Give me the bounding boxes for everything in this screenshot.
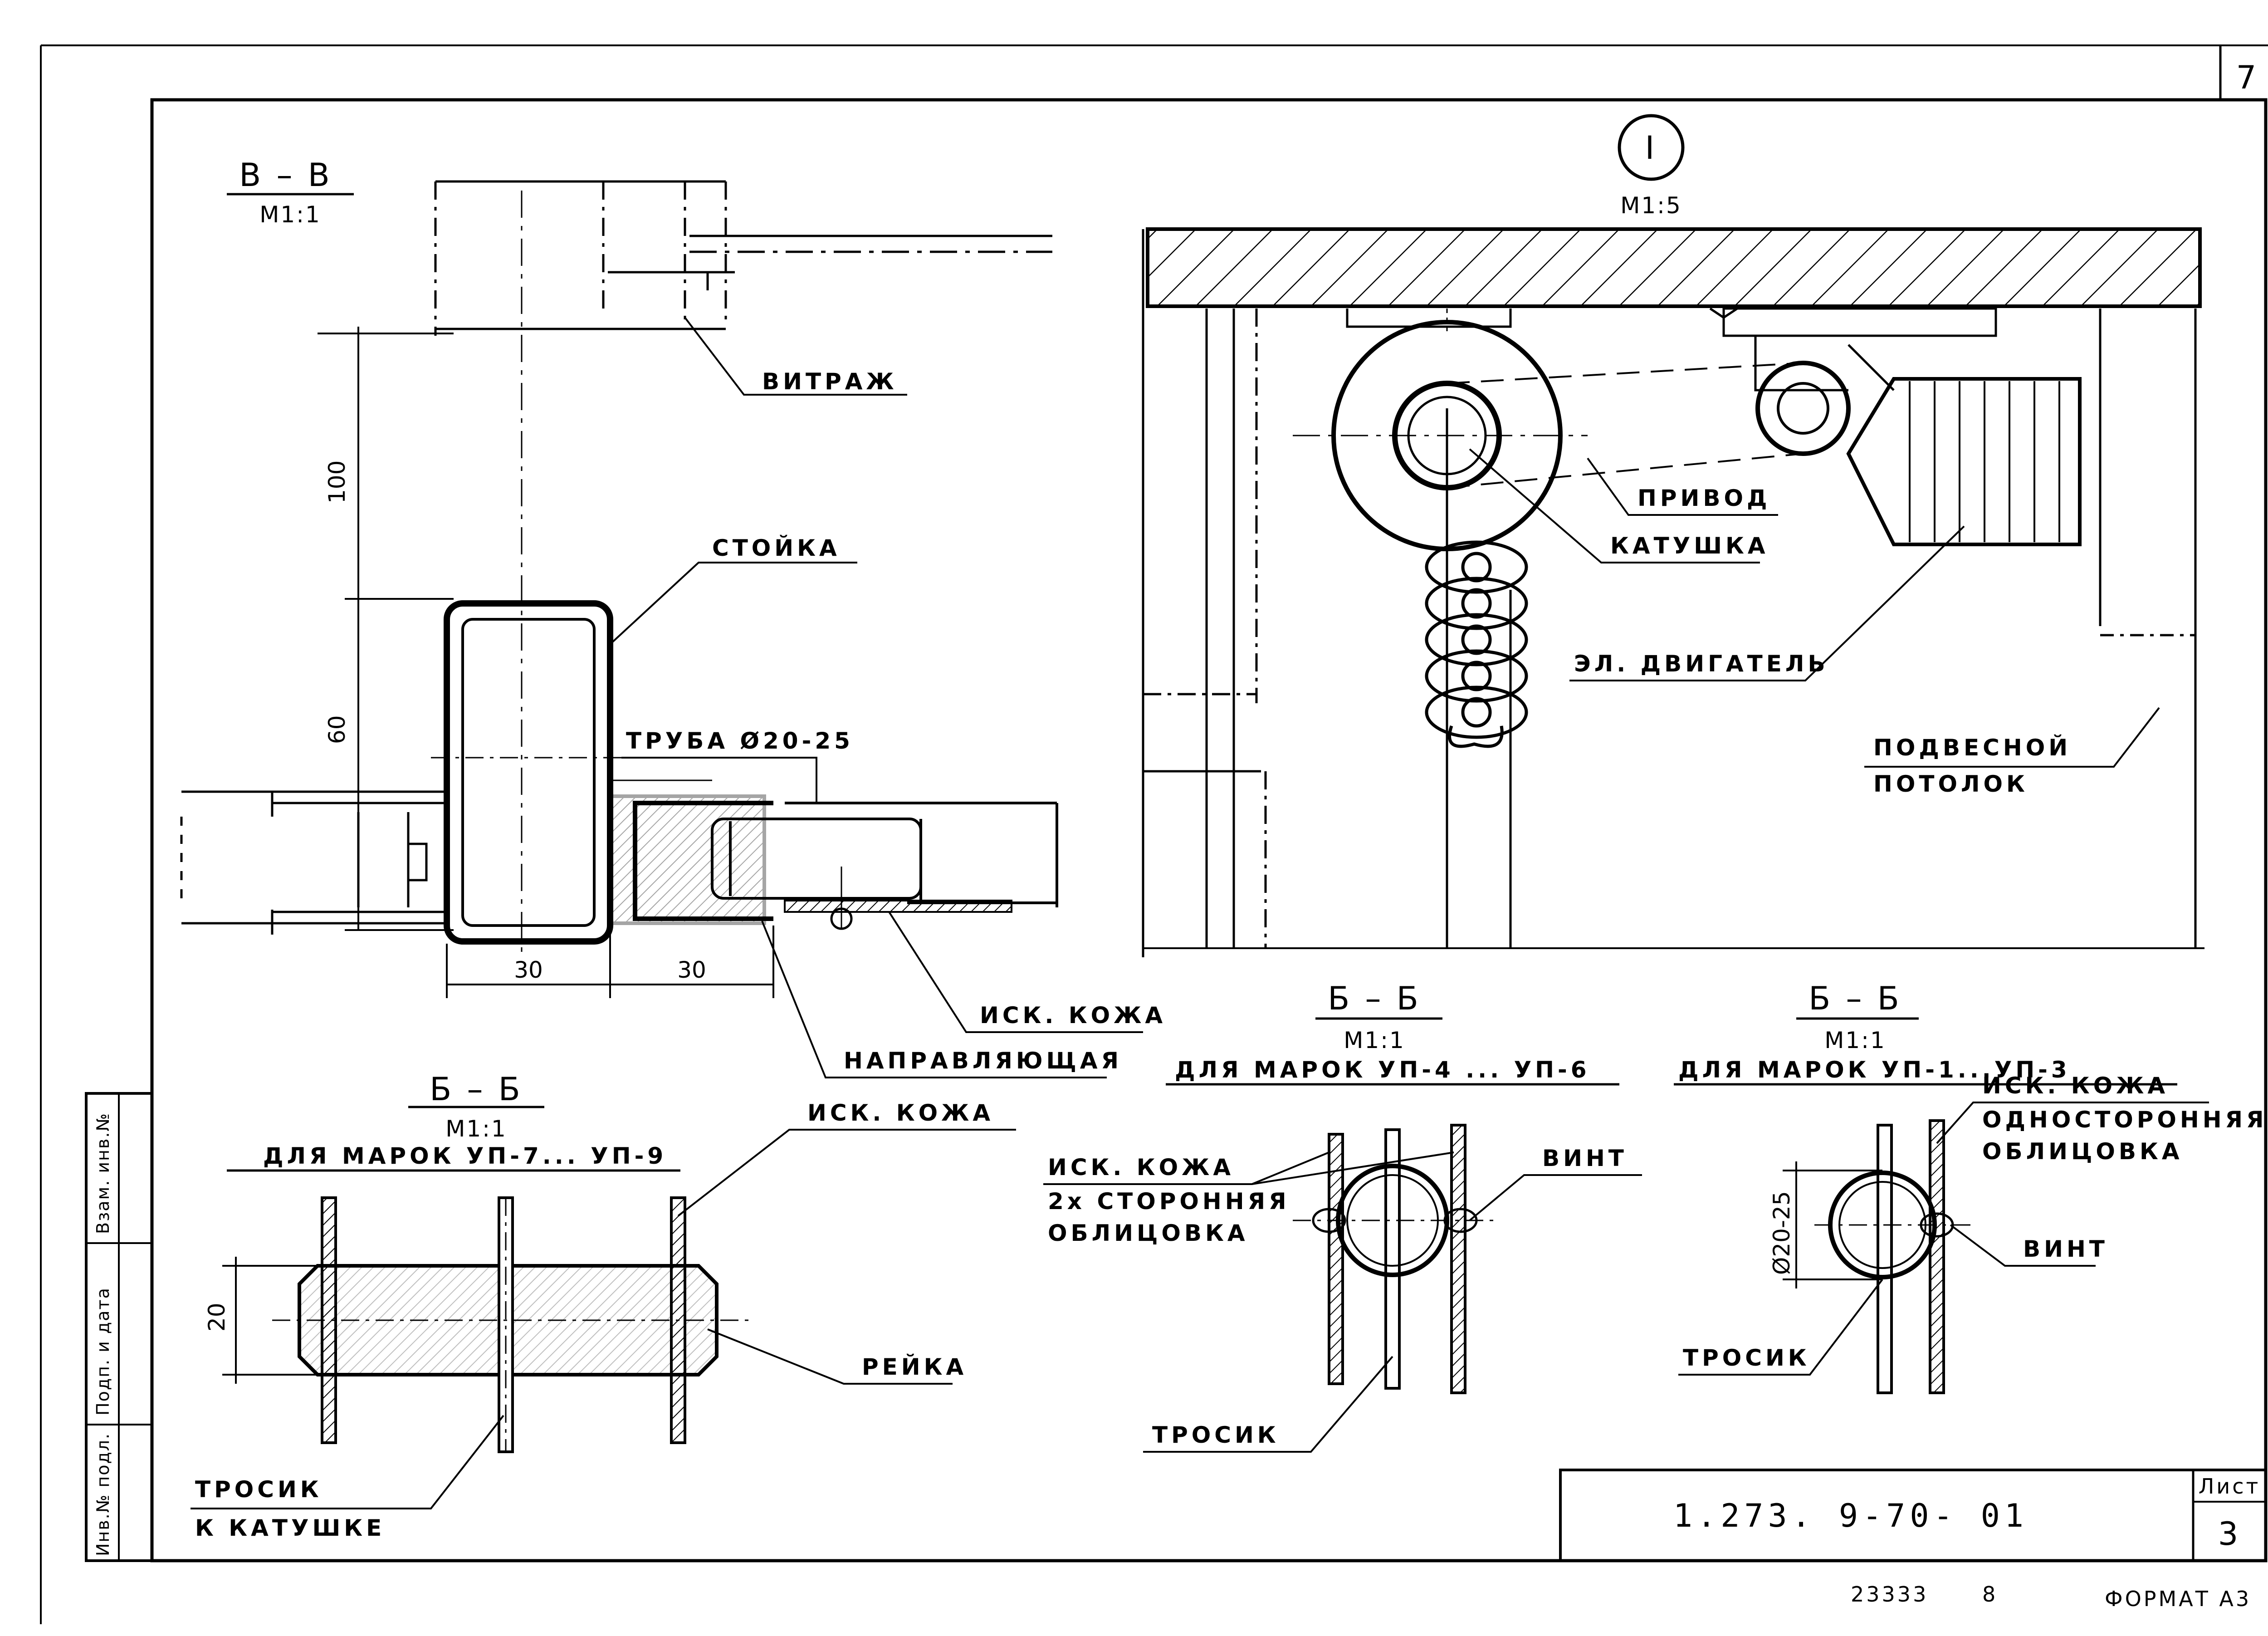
view-bb3-scale: М1:1 — [1824, 1027, 1886, 1053]
frame-verticals — [1143, 309, 2197, 948]
label-bb2-isk-kozha: ИСК. КОЖА — [1048, 1154, 1234, 1180]
label-bb3-isk-kozha: ИСК. КОЖА — [1982, 1073, 2169, 1099]
view-bb2-subtitle: ДЛЯ МАРОК УП-4 ... УП-6 — [1175, 1057, 1590, 1083]
label-bb2-obl-1: 2х СТОРОННЯЯ — [1048, 1188, 1290, 1215]
label-stoyka: СТОЙКА — [712, 534, 841, 561]
leader-bb3-vint — [1950, 1224, 2096, 1267]
leader-katushka — [1469, 448, 1760, 563]
label-trosik-2: К КАТУШКЕ — [195, 1515, 385, 1541]
motor — [1846, 377, 2082, 546]
title-block — [1559, 1469, 2267, 1562]
view-bb1-title: Б – Б — [430, 1071, 523, 1108]
leader-privod — [1587, 457, 1778, 516]
view-bb-1: Б – Б М1:1 ДЛЯ МАРОК УП-7... УП-9 20 ИСК… — [191, 1071, 1016, 1541]
page-number: 7 — [2236, 59, 2259, 96]
isk-kozha-strip — [784, 900, 1012, 913]
leader-bb1-kozha — [677, 1129, 1016, 1217]
leader-reyka — [707, 1328, 953, 1385]
dims-vertical — [318, 327, 454, 931]
dim-30b: 30 — [677, 957, 706, 983]
vitrazh-profile — [434, 180, 1052, 336]
stamp-extra: 8 — [1982, 1582, 1998, 1607]
sheet-label: Лист — [2199, 1474, 2261, 1499]
view-bb1-scale: М1:1 — [445, 1116, 507, 1142]
label-reyka: РЕЙКА — [862, 1353, 967, 1380]
document-code: 1.273. 9-70- 01 — [1673, 1497, 2028, 1534]
label-truba: ТРУБА Ø20-25 — [626, 728, 854, 754]
leader-isk-kozha — [888, 911, 1143, 1033]
sheet-frame — [40, 44, 2268, 1624]
label-isk-kozha-vv: ИСК. КОЖА — [980, 1002, 1166, 1029]
leader-truba — [621, 757, 817, 803]
view-vv-title: В – В — [239, 157, 332, 194]
label-bb3-trosik: ТРОСИК — [1683, 1345, 1810, 1371]
view-bb3-subtitle: ДЛЯ МАРОК УП-1...УП-3 — [1678, 1057, 2071, 1083]
leader-napravl — [761, 921, 1107, 1078]
view-bb2-scale: М1:1 — [1344, 1027, 1405, 1053]
side-stamp: Инв.№ подл. Подп. и дата Взам. инв.№ — [85, 1092, 153, 1562]
stamp-vzam-inv: Взам. инв.№ — [93, 1112, 113, 1234]
leader-vitrazh — [684, 317, 907, 396]
slab — [1146, 227, 2202, 308]
dim-60: 60 — [324, 715, 350, 744]
stoyka-outer — [444, 600, 613, 945]
dim-100: 100 — [324, 460, 350, 504]
view-vv-scale: М1:1 — [259, 201, 321, 228]
label-bb3-vint: ВИНТ — [2023, 1236, 2108, 1262]
roller-stack — [1425, 540, 1528, 748]
leader-bb3-trosik — [1678, 1278, 1883, 1376]
leader-dvigatel — [1569, 525, 1965, 681]
stoyka-inner — [461, 618, 596, 927]
dim-pipe-diameter: Ø20-25 — [1769, 1191, 1795, 1275]
label-bb2-trosik: ТРОСИК — [1152, 1422, 1280, 1448]
label-potolok-2: ПОТОЛОК — [1873, 771, 2028, 797]
label-trosik-1: ТРОСИК — [195, 1476, 323, 1503]
stamp-inv-podl: Инв.№ подл. — [93, 1433, 113, 1556]
leader-bb3-kozha — [1936, 1102, 2209, 1144]
detail-scale: М1:5 — [1620, 192, 1682, 219]
label-bb3-obl-2: ОБЛИЦОВКА — [1982, 1138, 2183, 1165]
label-katushka: КАТУШКА — [1610, 533, 1769, 559]
label-bb1-isk-kozha: ИСК. КОЖА — [807, 1100, 994, 1126]
label-dvigatel: ЭЛ. ДВИГАТЕЛЬ — [1574, 651, 1829, 677]
detail-marker-label: I — [1645, 129, 1657, 167]
guide-profile — [633, 801, 773, 921]
label-napravl: НАПРАВЛЯЮЩАЯ — [844, 1048, 1122, 1074]
sheet-number: 3 — [2218, 1515, 2241, 1553]
stamp-podp-data: Подп. и дата — [93, 1287, 113, 1416]
view-vv: В – В М1:1 ВИТРАЖ 100 60 — [180, 157, 1166, 1078]
view-bb-2: Б – Б М1:1 ДЛЯ МАРОК УП-4 ... УП-6 ИСК. … — [1043, 980, 1642, 1453]
leader-stoyka — [609, 562, 857, 645]
view-bb2-title: Б – Б — [1328, 980, 1421, 1017]
view-detail-1: I М1:5 — [1142, 114, 2204, 957]
view-bb-3: Б – Б М1:1 ДЛЯ МАРОК УП-1...УП-3 Ø20-25 … — [1674, 980, 2268, 1394]
leader-trosik — [191, 1415, 504, 1509]
format-label: ФОРМАТ А3 — [2105, 1587, 2251, 1611]
view-bb3-title: Б – Б — [1809, 980, 1902, 1017]
left-attachment — [180, 790, 447, 935]
detail-marker — [1618, 114, 1685, 181]
label-bb2-vint: ВИНТ — [1542, 1145, 1628, 1171]
dim-30a: 30 — [514, 957, 543, 983]
label-bb2-obl-2: ОБЛИЦОВКА — [1048, 1220, 1249, 1246]
view-bb1-subtitle: ДЛЯ МАРОК УП-7... УП-9 — [263, 1143, 667, 1169]
leader-potolok — [1864, 707, 2160, 768]
leader-bb2-vint — [1469, 1174, 1642, 1221]
dims-horizontal — [446, 926, 774, 998]
drive-pulley — [1755, 361, 1851, 456]
stamp-number: 23333 — [1851, 1582, 1928, 1607]
label-bb3-obl-1: ОДНОСТОРОННЯЯ — [1982, 1107, 2268, 1133]
leader-bb2-trosik — [1143, 1356, 1393, 1453]
label-potolok-1: ПОДВЕСНОЙ — [1873, 734, 2071, 761]
label-privod: ПРИВОД — [1637, 485, 1770, 511]
label-vitrazh: ВИТРАЖ — [762, 368, 898, 395]
dim-20: 20 — [204, 1303, 230, 1332]
